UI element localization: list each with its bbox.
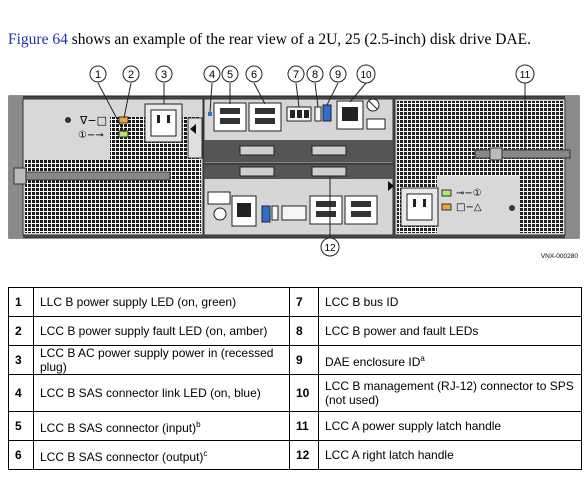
- lcc-b-module: [203, 98, 394, 164]
- svg-text:8: 8: [312, 69, 318, 81]
- table-row: 6 LCC B SAS connector (output)c 12 LCC A…: [8, 440, 582, 470]
- svg-text:2: 2: [128, 69, 134, 81]
- svg-text:□−△: □−△: [456, 202, 482, 213]
- psu-fault-led: [118, 116, 129, 124]
- callout-leaders: [97, 82, 526, 238]
- callout-6: 6: [245, 65, 263, 83]
- dae-rear-view-diagram: ∇−□ ①−⊸: [8, 64, 580, 260]
- table-row: 2 LCC B power supply fault LED (on, ambe…: [8, 316, 582, 346]
- callout-12: 12: [320, 237, 340, 257]
- intro-paragraph: Figure 64 shows an example of the rear v…: [8, 31, 584, 49]
- callout-1: 1: [89, 65, 107, 83]
- sas-connector-input[interactable]: [213, 102, 247, 132]
- callout-2: 2: [122, 65, 140, 83]
- svg-text:11: 11: [520, 70, 531, 81]
- psu-b-latch-handle[interactable]: [21, 171, 171, 181]
- lcc-a-right-latch-handle[interactable]: [311, 166, 347, 177]
- psu-led-icon: [65, 117, 71, 123]
- callout-9: 9: [329, 65, 347, 83]
- svg-text:3: 3: [161, 69, 167, 81]
- callout-7: 7: [287, 65, 305, 83]
- svg-text:1: 1: [95, 69, 101, 81]
- callout-4: 4: [203, 65, 221, 83]
- power-supply-a: ⊸−① □−△: [394, 98, 571, 236]
- svg-text:5: 5: [227, 69, 233, 81]
- table-row: 5 LCC B SAS connector (input)b 11 LCC A …: [8, 411, 582, 441]
- svg-text:⊸−①: ⊸−①: [456, 188, 482, 199]
- image-id-label: VNX-000280: [541, 253, 579, 260]
- ac-symbol-icon: ∇−□: [79, 114, 107, 127]
- lcc-a-module: [203, 164, 394, 236]
- table-row: 1 LLC B power supply LED (on, green) 7 L…: [8, 287, 582, 317]
- legend-table: 1 LLC B power supply LED (on, green) 7 L…: [8, 287, 582, 470]
- sas-link-led: [208, 112, 212, 116]
- svg-text:10: 10: [360, 70, 372, 81]
- callout-10: 10: [356, 64, 376, 84]
- callout-11: 11: [515, 64, 535, 84]
- figure-link[interactable]: Figure 64: [8, 31, 68, 48]
- callout-5: 5: [221, 65, 239, 83]
- table-row: 4 LCC B SAS connector link LED (on, blue…: [8, 374, 582, 412]
- power-symbol-icon: ①−⊸: [78, 130, 104, 141]
- power-supply-b: ∇−□ ①−⊸: [13, 98, 204, 236]
- svg-text:7: 7: [293, 69, 299, 81]
- svg-text:4: 4: [209, 69, 215, 81]
- psu-a-latch-handle[interactable]: [474, 149, 571, 159]
- callout-3: 3: [155, 65, 173, 83]
- intro-text: shows an example of the rear view of a 2…: [67, 31, 531, 48]
- sas-connector-output[interactable]: [248, 102, 282, 132]
- svg-text:12: 12: [324, 243, 336, 254]
- power-fault-leds: [314, 106, 322, 122]
- table-row: 3 LCC B AC power supply power in (recess…: [8, 345, 582, 375]
- enclosure-id-display: [322, 104, 332, 122]
- callout-8: 8: [306, 65, 324, 83]
- svg-text:9: 9: [335, 69, 341, 81]
- svg-text:6: 6: [251, 69, 257, 81]
